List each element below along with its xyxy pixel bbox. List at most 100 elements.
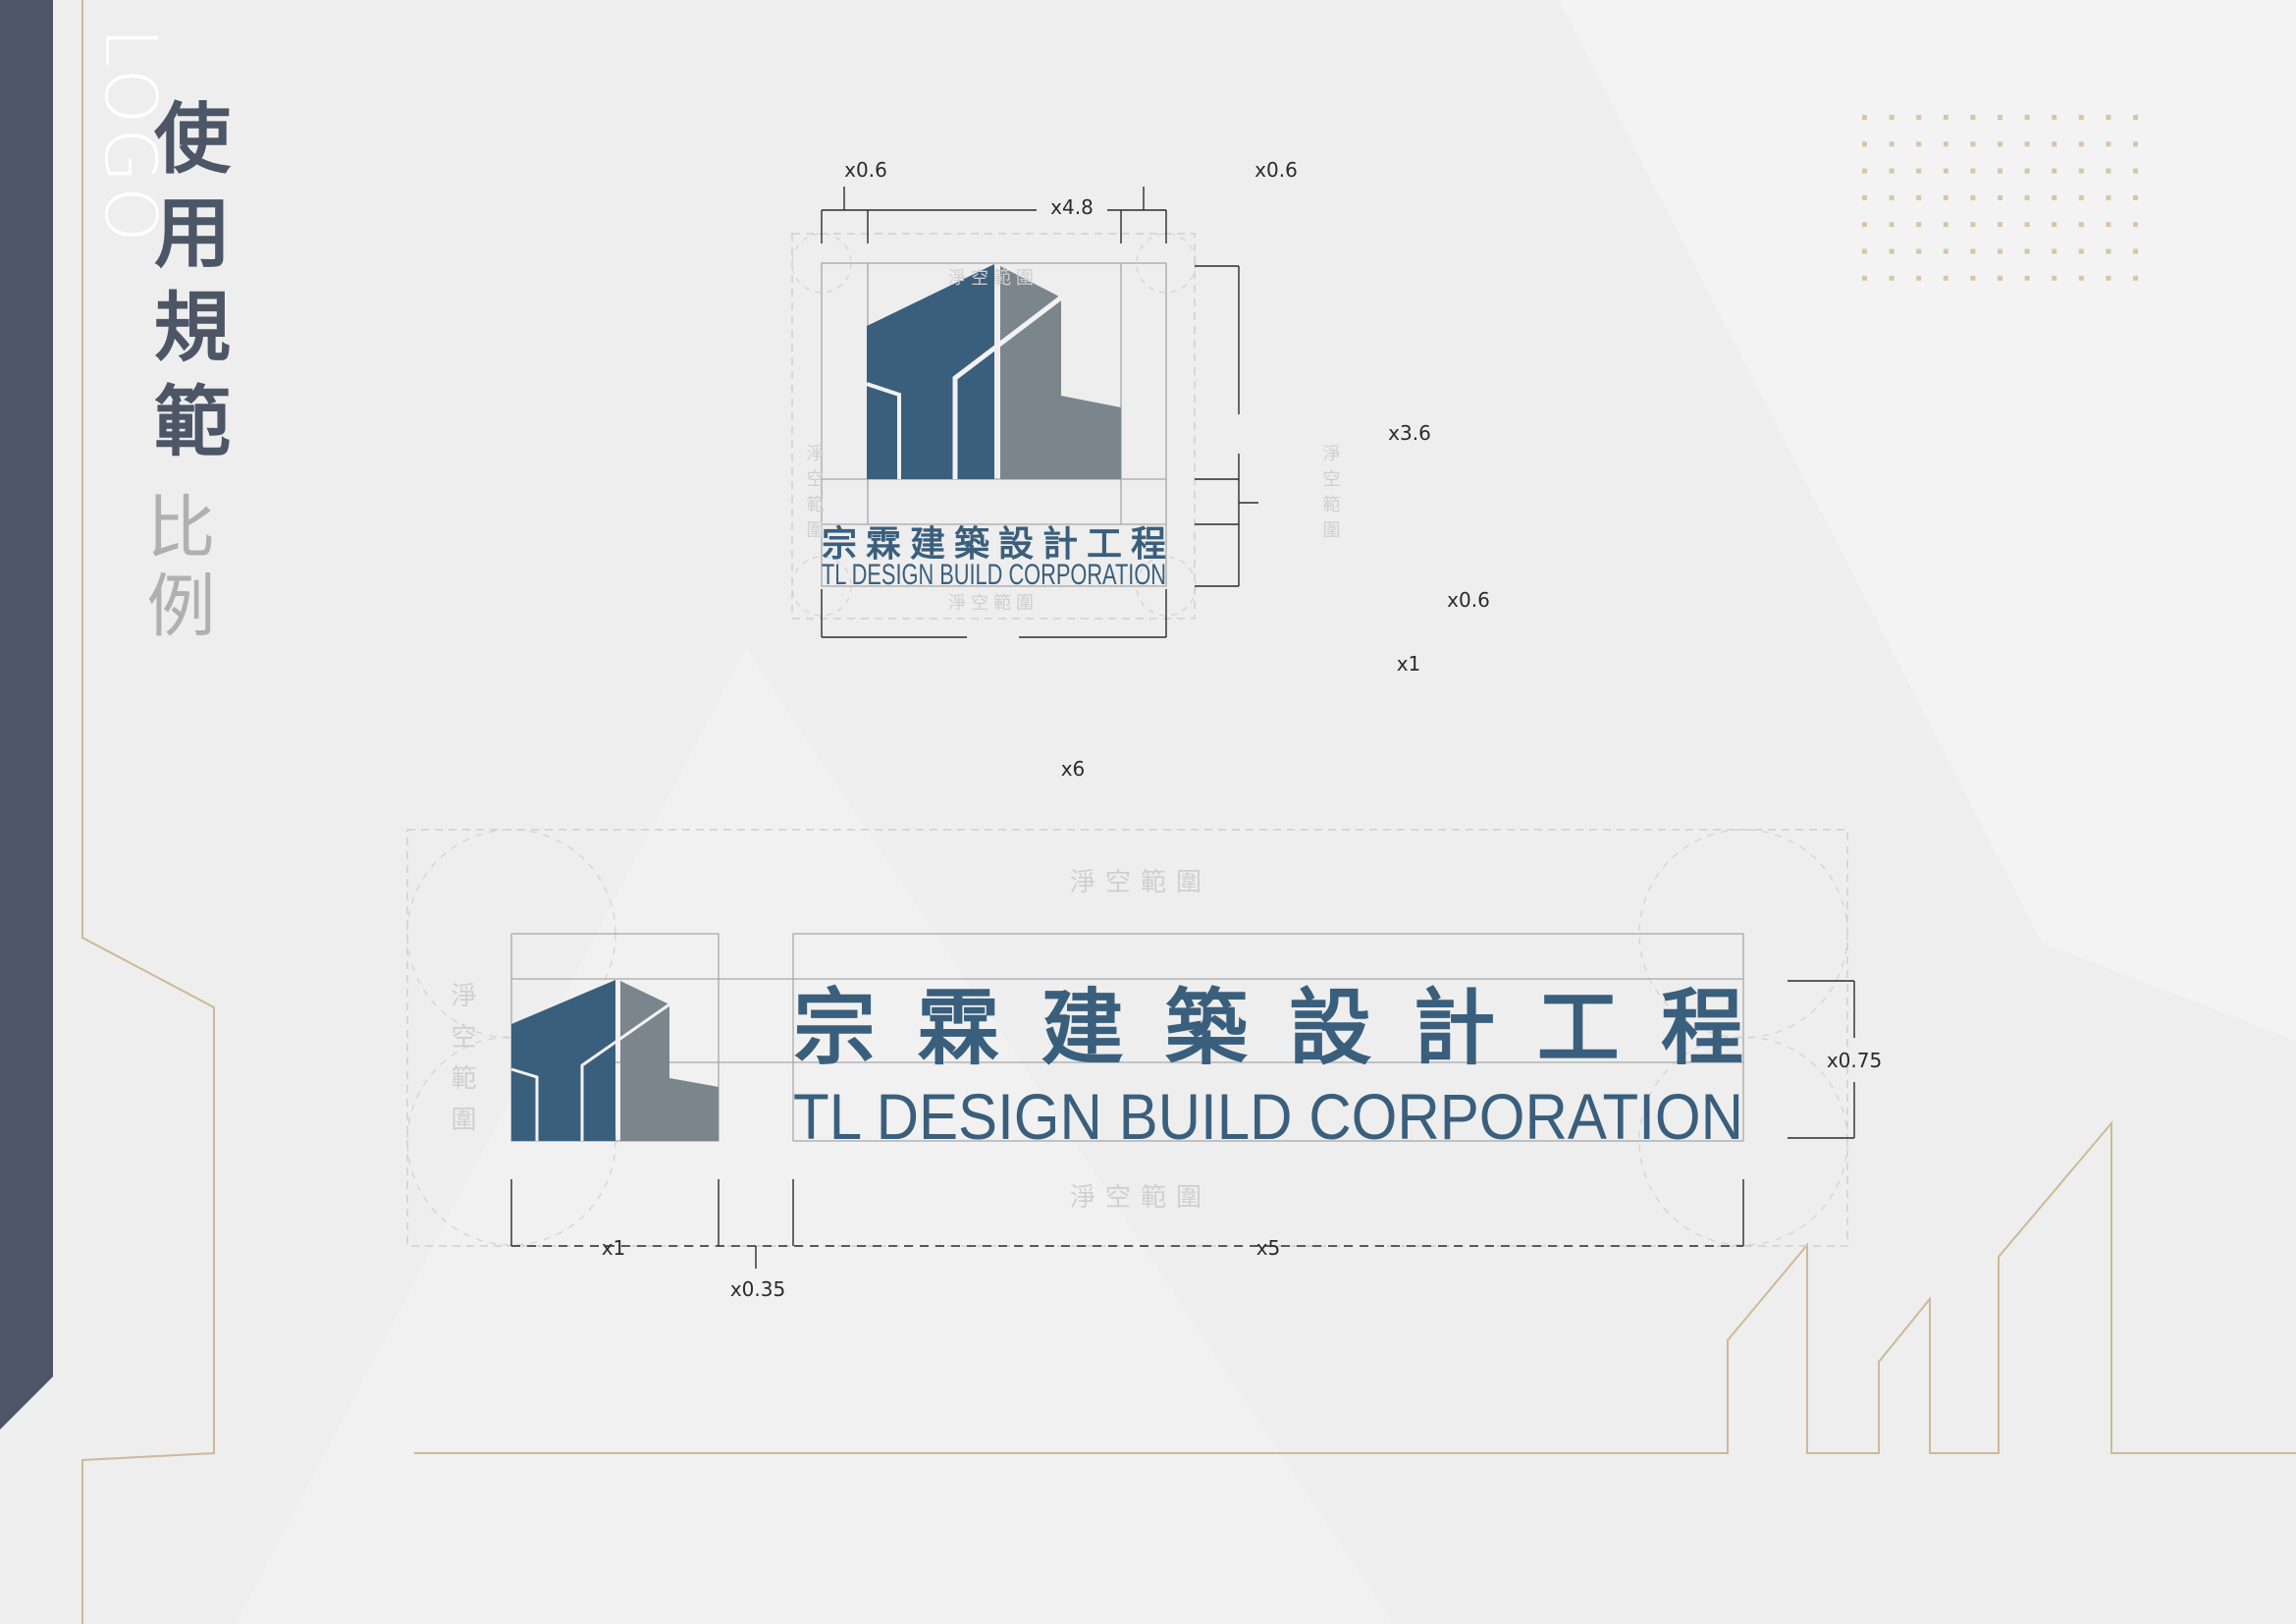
decorative-dot xyxy=(1970,222,1976,228)
clear-space-label-right: 淨空範圍 xyxy=(1320,444,1341,546)
decorative-dot xyxy=(2106,115,2111,120)
decorative-dot xyxy=(2024,222,2030,228)
decorative-dot xyxy=(1970,168,1976,174)
decorative-dot xyxy=(1889,141,1895,147)
decorative-dot xyxy=(2078,141,2084,147)
decorative-dot xyxy=(1998,248,2002,254)
decorative-dot xyxy=(1862,115,1867,120)
vertical-logo-spec: 宗霖建築設計工程 TL DESIGN BUILD CORPORATION 淨空範… xyxy=(791,158,1490,781)
clear-space-label-left: 淨空範圍 xyxy=(804,444,825,546)
decorative-dot xyxy=(1943,194,1949,200)
title-sub: 比例 xyxy=(135,491,216,648)
decorative-dot xyxy=(2024,141,2030,147)
decorative-dot xyxy=(2078,194,2084,200)
decorative-dot xyxy=(2106,275,2111,281)
company-name-en: TL DESIGN BUILD CORPORATION xyxy=(793,1080,1743,1153)
dim-icon-width: x1 xyxy=(602,1236,626,1260)
decorative-dot xyxy=(2024,248,2030,254)
dim-gap: x0.35 xyxy=(730,1277,785,1301)
dim-right-margin: x0.6 xyxy=(1255,158,1298,182)
decorative-dot xyxy=(1943,168,1949,174)
decorative-dot xyxy=(2133,168,2138,174)
decorative-dot xyxy=(2133,275,2138,281)
decorative-dot xyxy=(1998,115,2002,120)
clear-space-label-bottom: 淨空範圍 xyxy=(1070,1183,1211,1213)
decorative-dot xyxy=(1889,248,1895,254)
decorative-dot xyxy=(1916,248,1922,254)
gold-outline xyxy=(81,0,215,1624)
decorative-dot xyxy=(1943,248,1949,254)
dim-left-margin: x0.6 xyxy=(844,158,887,182)
decorative-dot xyxy=(1862,168,1867,174)
decorative-dot xyxy=(1970,141,1976,147)
decorative-dot xyxy=(2078,248,2084,254)
decorative-dot xyxy=(1943,222,1949,228)
decorative-dot xyxy=(2052,115,2057,120)
building-logo-icon xyxy=(866,264,1121,479)
decorative-dot xyxy=(2106,222,2111,228)
decorative-dot xyxy=(1998,141,2002,147)
title-main: 使用規範 xyxy=(141,98,232,475)
decorative-dot xyxy=(2024,194,2030,200)
decorative-dot xyxy=(1916,168,1922,174)
title-logo: LOGO xyxy=(89,27,172,246)
horizontal-logo-spec: 宗霖建築設計工程 TL DESIGN BUILD CORPORATION 淨空範… xyxy=(406,829,1882,1301)
background-light-panel-lower xyxy=(236,648,1394,1624)
decorative-dot xyxy=(1970,194,1976,200)
decorative-dot xyxy=(1998,168,2002,174)
dot-grid-decoration xyxy=(1862,115,2138,281)
decorative-dot xyxy=(1889,194,1895,200)
decorative-dot xyxy=(1862,248,1867,254)
decorative-dot xyxy=(1889,275,1895,281)
dim-total-width: x6 xyxy=(1061,757,1086,781)
decorative-dot xyxy=(2024,168,2030,174)
gold-skyline xyxy=(414,1120,2296,1454)
dim-icon-width: x4.8 xyxy=(1050,195,1094,219)
decorative-dot xyxy=(1889,168,1895,174)
decorative-dot xyxy=(2078,115,2084,120)
decorative-dot xyxy=(1862,141,1867,147)
decorative-dot xyxy=(2078,168,2084,174)
clear-space-box xyxy=(791,233,1196,620)
decorative-dot xyxy=(1998,222,2002,228)
decorative-dot xyxy=(1998,275,2002,281)
decorative-dot xyxy=(2024,115,2030,120)
clear-space-label-left: 淨空範圍 xyxy=(447,982,476,1147)
decorative-dot xyxy=(2106,141,2111,147)
decorative-dot xyxy=(1943,141,1949,147)
decorative-dot xyxy=(2052,141,2057,147)
decorative-dot xyxy=(1889,222,1895,228)
decorative-dot xyxy=(2078,222,2084,228)
decorative-dot xyxy=(1862,194,1867,200)
dim-text-height: x0.75 xyxy=(1827,1049,1882,1072)
decorative-dot xyxy=(1862,222,1867,228)
decorative-dot xyxy=(2106,248,2111,254)
decorative-dot xyxy=(1970,115,1976,120)
decorative-dot xyxy=(1916,222,1922,228)
decorative-dot xyxy=(1916,115,1922,120)
dimension-lines xyxy=(821,187,1258,638)
decorative-dot xyxy=(2052,194,2057,200)
decorative-dot xyxy=(1943,115,1949,120)
dim-text-width: x5 xyxy=(1256,1236,1281,1260)
company-name-zh: 宗霖建築設計工程 xyxy=(793,979,1743,1076)
clear-space-label-top: 淨空範圍 xyxy=(1070,868,1211,897)
decorative-dot xyxy=(1916,275,1922,281)
decorative-dot xyxy=(2133,222,2138,228)
decorative-dot xyxy=(2024,275,2030,281)
decorative-dot xyxy=(1889,115,1895,120)
dim-text-height: x1 xyxy=(1397,652,1421,676)
decorative-dot xyxy=(2052,168,2057,174)
decorative-dot xyxy=(2078,275,2084,281)
clear-space-label-top: 淨空範圍 xyxy=(948,268,1039,289)
decorative-dot xyxy=(1998,194,2002,200)
dim-gap: x0.6 xyxy=(1447,588,1490,612)
decorative-dot xyxy=(2052,248,2057,254)
background-light-panel xyxy=(1559,0,2296,1041)
sidebar-bar xyxy=(0,0,53,1430)
decorative-dot xyxy=(1916,141,1922,147)
decorative-dot xyxy=(1943,275,1949,281)
decorative-dot xyxy=(2106,194,2111,200)
building-logo-icon xyxy=(510,980,719,1141)
